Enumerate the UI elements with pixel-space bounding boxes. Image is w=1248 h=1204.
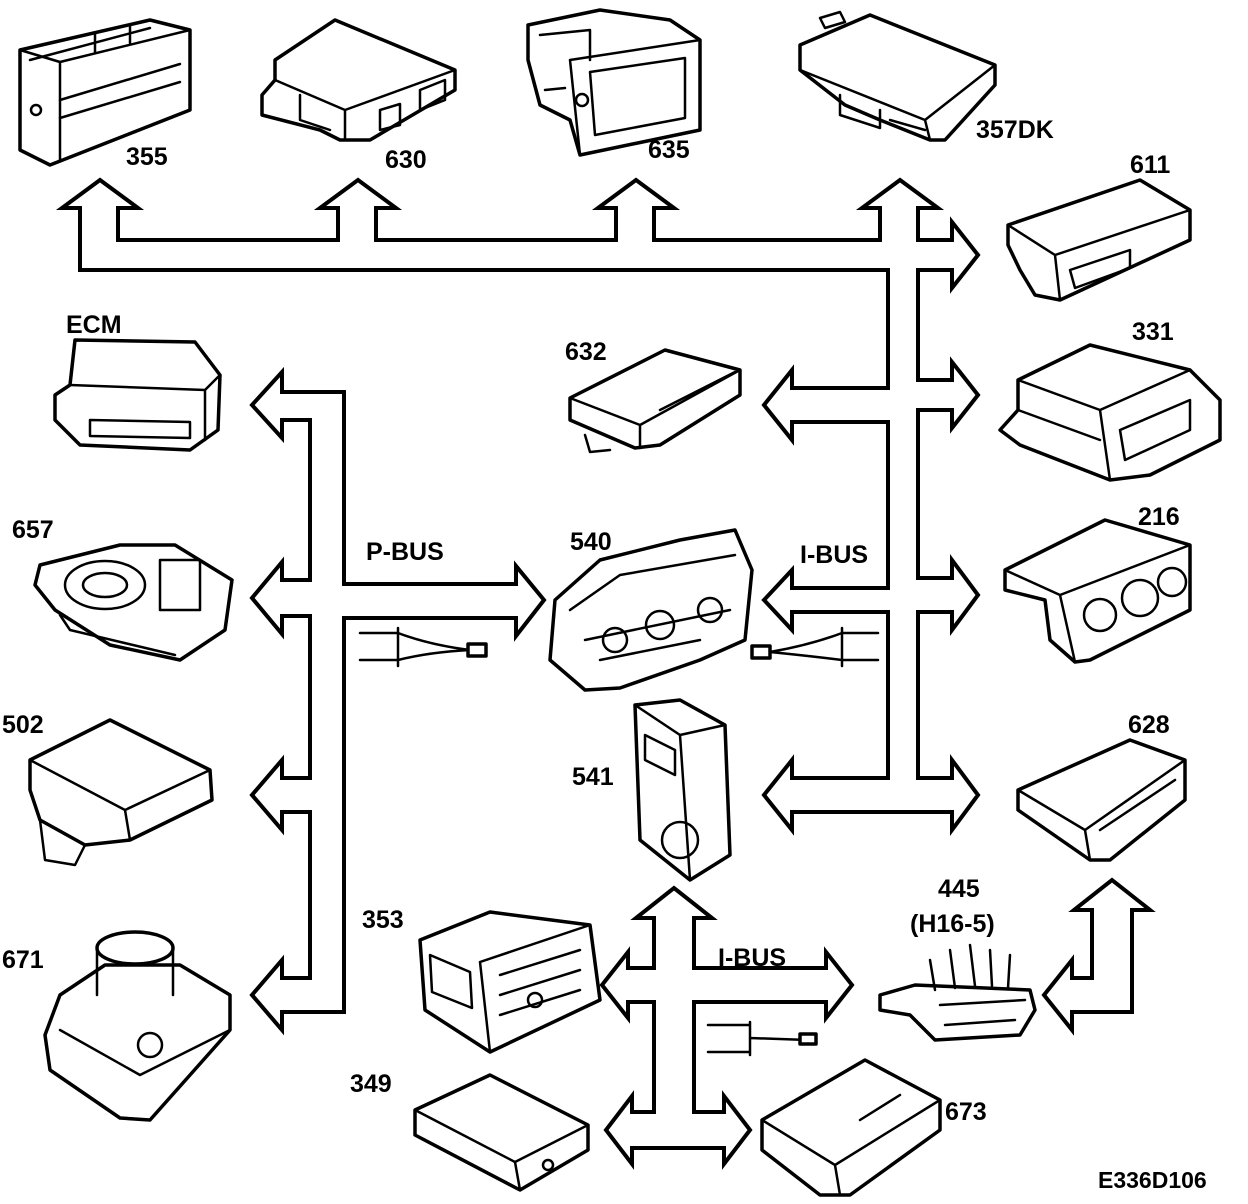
component-673: 673: [760, 1058, 987, 1197]
label-671: 671: [2, 946, 44, 974]
component-349: 349: [350, 1070, 590, 1192]
bus-628-to-445-arrow: [1041, 877, 1156, 1036]
label-331: 331: [1132, 318, 1174, 346]
twisted-pair-cable-ibus-icon: [750, 626, 880, 668]
component-357DK: 357DK: [798, 10, 1054, 144]
lower-ibus-cross-arrow: [599, 885, 855, 1170]
component-445-connector: 445 (H16-5): [878, 875, 1037, 1042]
label-673: 673: [945, 1098, 987, 1126]
label-355: 355: [126, 143, 168, 171]
ibus-lower-label: I-BUS: [718, 944, 786, 972]
label-ECM: ECM: [66, 311, 122, 339]
ibus-upper-label: I-BUS: [800, 541, 868, 569]
component-ECM: ECM: [53, 311, 222, 452]
label-541: 541: [572, 763, 614, 791]
component-632: 632: [565, 338, 742, 454]
component-630: 630: [260, 18, 457, 174]
label-349: 349: [350, 1070, 392, 1098]
label-657: 657: [12, 516, 54, 544]
label-635: 635: [648, 136, 690, 164]
label-502: 502: [2, 711, 44, 739]
component-540: 540: [548, 528, 754, 692]
component-355: 355: [18, 18, 192, 171]
component-216: 216: [1003, 503, 1192, 664]
top-ibus-trunk-arrow: [55, 177, 981, 837]
label-611: 611: [1130, 151, 1170, 179]
label-632: 632: [565, 338, 607, 366]
component-671: 671: [2, 930, 232, 1122]
label-630: 630: [385, 146, 427, 174]
component-502: 502: [2, 711, 214, 867]
component-628: 628: [1016, 711, 1187, 862]
component-353: 353: [362, 906, 602, 1054]
twisted-pair-cable-pbus-icon: [358, 626, 488, 668]
label-353: 353: [362, 906, 404, 934]
label-445: 445: [938, 875, 980, 903]
component-635: 635: [526, 8, 702, 164]
single-wire-cable-icon: [706, 1020, 818, 1057]
label-357DK: 357DK: [976, 116, 1054, 144]
pbus-label: P-BUS: [366, 538, 444, 566]
pbus-trunk-arrow: [249, 366, 547, 1036]
component-611: 611: [1006, 151, 1192, 302]
label-216: 216: [1138, 503, 1180, 531]
component-657: 657: [12, 516, 234, 662]
label-628: 628: [1128, 711, 1170, 739]
sublabel-445: (H16-5): [910, 910, 995, 938]
label-540: 540: [570, 528, 612, 556]
drawing-reference: E336D106: [1098, 1167, 1207, 1193]
component-541: 541: [572, 698, 732, 882]
component-331: 331: [998, 318, 1222, 482]
